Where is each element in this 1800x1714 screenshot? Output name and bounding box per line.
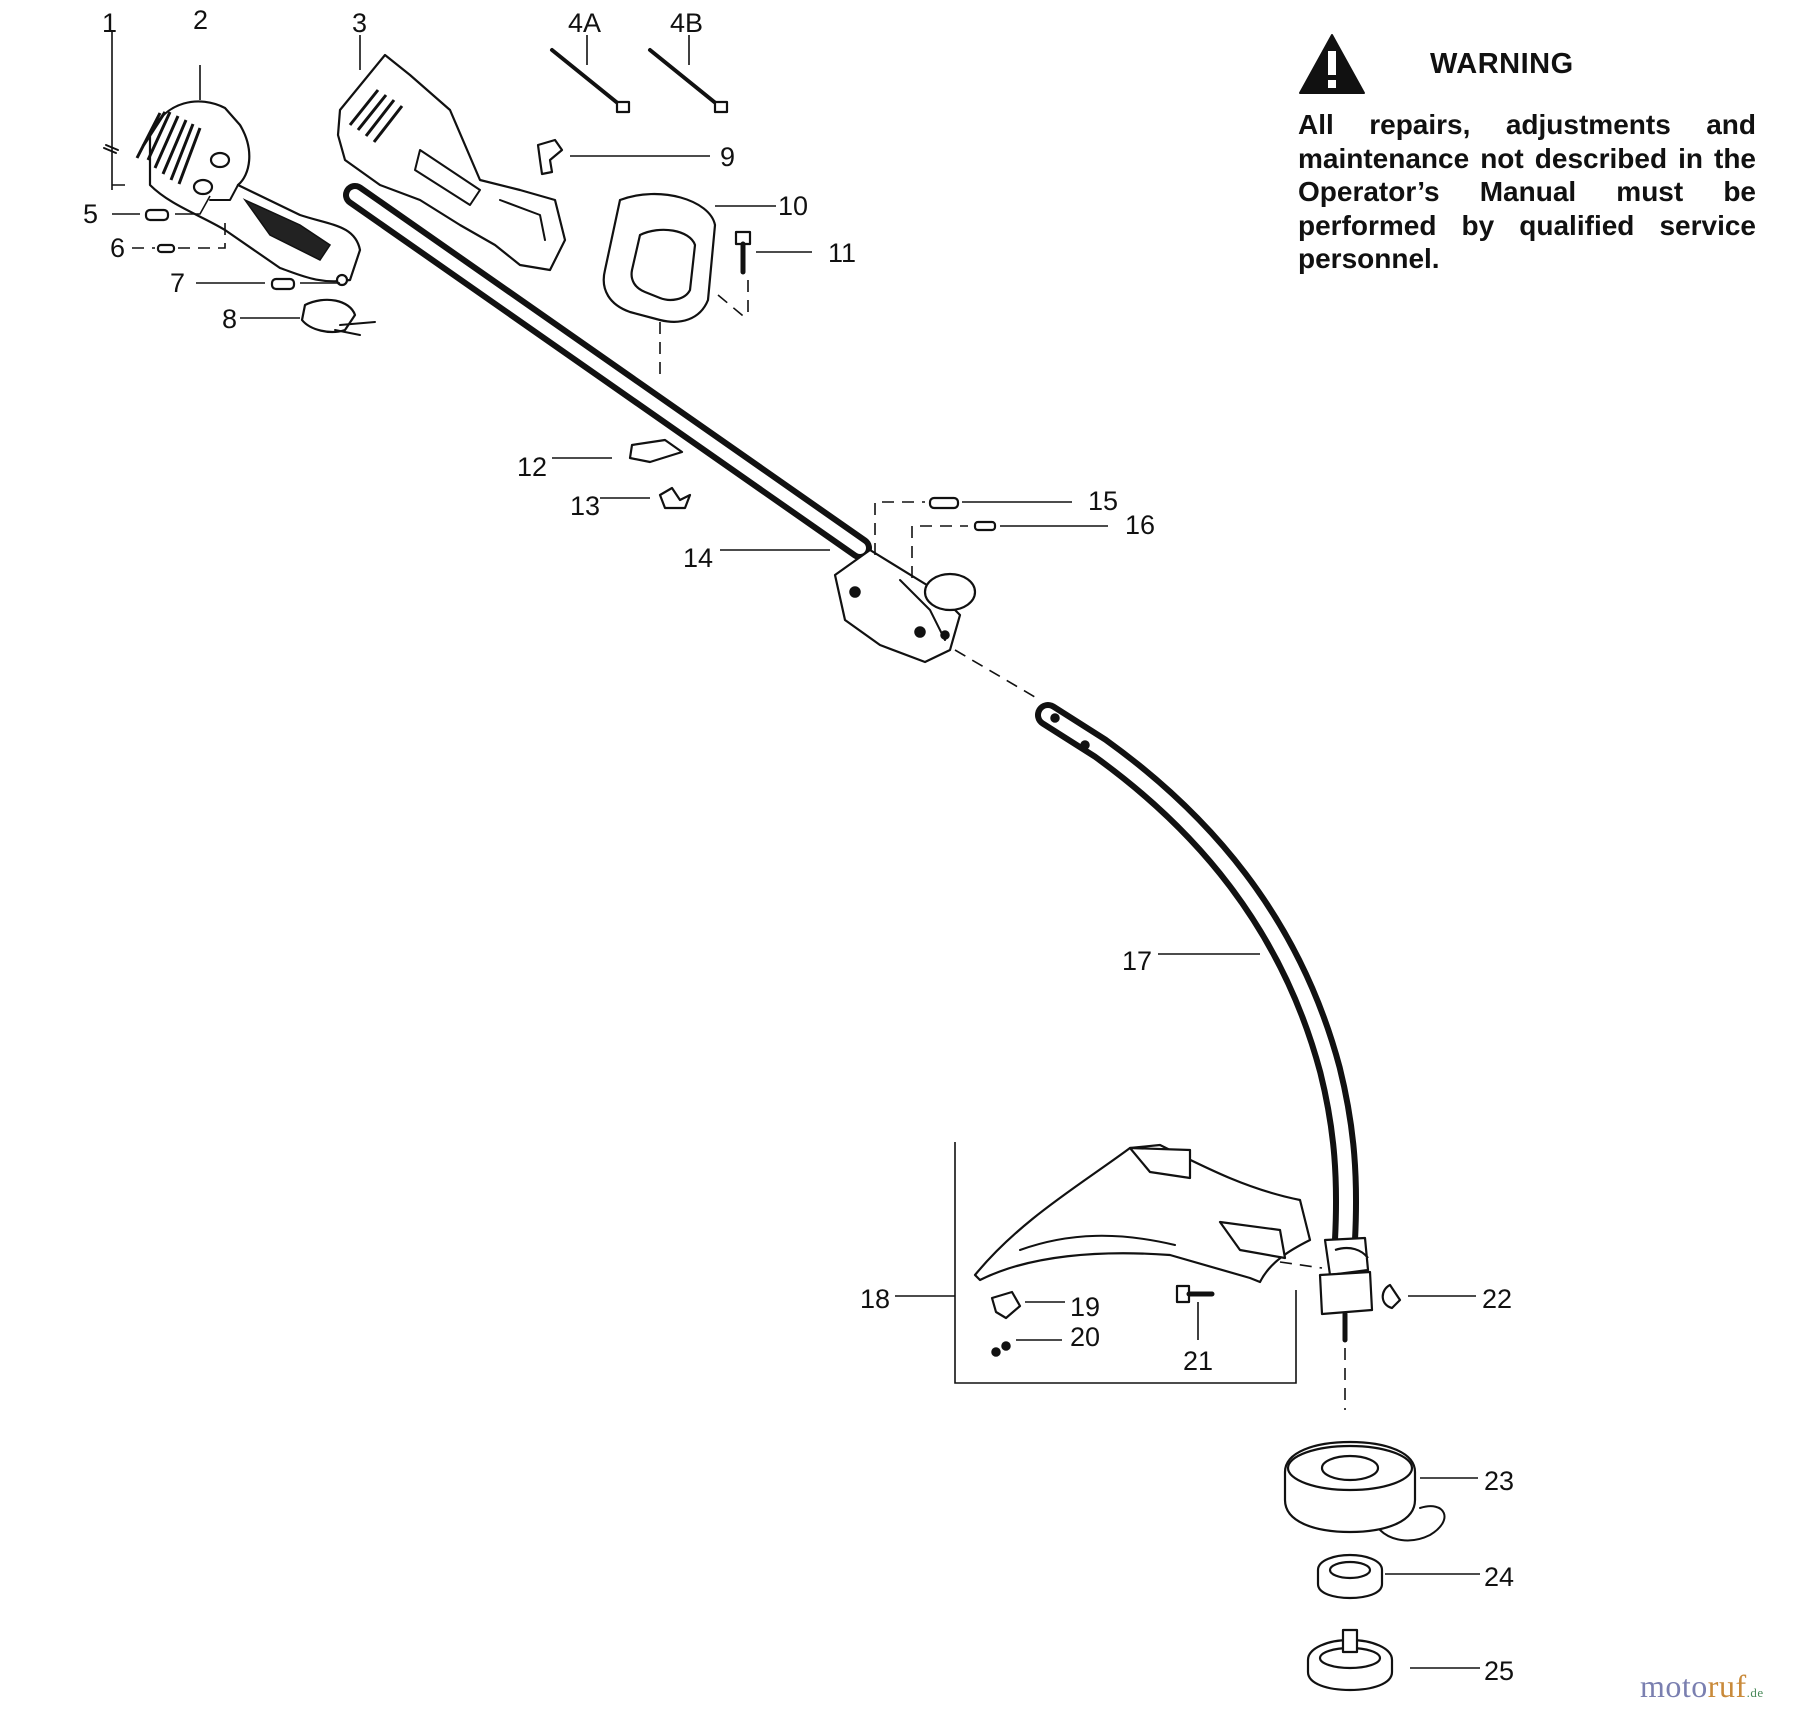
part-15-screw [928, 496, 960, 510]
callout-4a: 4A [568, 8, 601, 38]
part-17-lower-shaft [1035, 702, 1360, 1253]
part-4a-cable [550, 48, 631, 114]
part-14-upper-shaft [343, 183, 872, 560]
warning-text: All repairs, adjustments and maintenance… [1298, 109, 1756, 274]
part-18-guard [973, 1143, 1312, 1284]
part-24-ring [1316, 1553, 1384, 1600]
part-10-loop-handle [602, 192, 717, 323]
callout-6: 6 [110, 233, 125, 263]
callout-24: 24 [1484, 1562, 1514, 1592]
watermark-part-b: ruf [1707, 1668, 1747, 1704]
callout-5: 5 [83, 199, 98, 229]
gearhead [1318, 1236, 1374, 1343]
callout-7: 7 [170, 268, 185, 298]
callout-18: 18 [860, 1284, 890, 1314]
callout-9: 9 [720, 142, 735, 172]
part-5-screw [144, 208, 170, 222]
watermark-part-c: .de [1746, 1685, 1764, 1700]
callout-17: 17 [1122, 946, 1152, 976]
callout-4b: 4B [670, 8, 703, 38]
callout-20: 20 [1070, 1322, 1100, 1352]
callout-1: 1 [102, 8, 117, 38]
callout-23: 23 [1484, 1466, 1514, 1496]
part-20-screws [991, 1341, 1011, 1357]
part-4b-cable [648, 48, 729, 114]
part-13-wing-nut [658, 486, 692, 510]
part-9-switch [536, 138, 564, 176]
part-19-clip [990, 1290, 1022, 1320]
callout-14: 14 [683, 543, 713, 573]
callout-11: 11 [828, 238, 856, 268]
part-23-trimmer-head [1283, 1440, 1446, 1542]
part-2-handle-housing [135, 100, 362, 283]
part-21-bolt [1175, 1284, 1215, 1304]
callout-16: 16 [1125, 510, 1155, 540]
watermark-logo: motoruf.de [1640, 1668, 1764, 1705]
callout-15: 15 [1088, 486, 1118, 516]
callout-13: 13 [570, 491, 600, 521]
part-3-handle-half [336, 53, 567, 272]
warning-header: WARNING [1298, 20, 1756, 108]
shaft-coupler [833, 548, 977, 664]
callout-22: 22 [1482, 1284, 1512, 1314]
callout-8: 8 [222, 304, 237, 334]
part-11-bolt [734, 230, 752, 275]
callout-19: 19 [1070, 1292, 1100, 1322]
callout-12: 12 [517, 452, 547, 482]
part-25-bump-knob [1306, 1628, 1394, 1692]
callout-3: 3 [352, 8, 367, 38]
part-6-screw [156, 243, 176, 254]
watermark-part-a: moto [1640, 1668, 1708, 1704]
callout-2: 2 [193, 5, 208, 35]
part-22-retaining-clip [1381, 1283, 1402, 1310]
callout-10: 10 [778, 191, 808, 221]
callout-21: 21 [1183, 1346, 1213, 1376]
part-12-clamp [628, 438, 684, 464]
part-8-trigger [300, 298, 376, 336]
warning-block: WARNING All repairs, adjustments and mai… [1298, 20, 1756, 276]
callout-25: 25 [1484, 1656, 1514, 1686]
warning-title: WARNING [1430, 47, 1574, 80]
warning-triangle-icon [1299, 34, 1365, 94]
part-7-screw [270, 273, 349, 291]
part-16-screw [973, 520, 997, 532]
part-1-screw [103, 144, 119, 154]
